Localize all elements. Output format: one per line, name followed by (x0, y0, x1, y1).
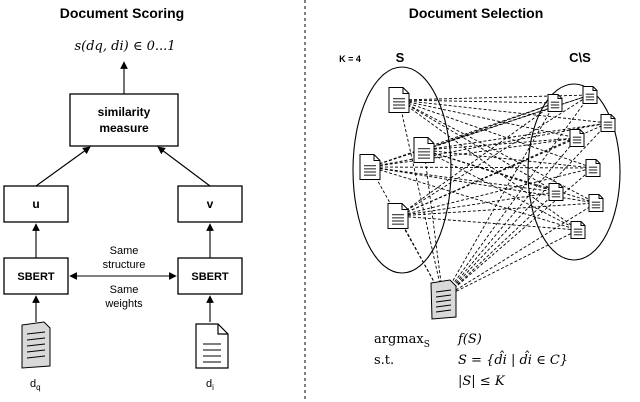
link-query-c7 (442, 229, 579, 299)
same-weights-line2: weights (104, 298, 143, 310)
objective-constraint-set: S = {d̂i | d̂i ∈ C} (458, 350, 568, 368)
query-document-icon (21, 321, 51, 369)
query-doc-node (430, 279, 457, 320)
sbert-right-label: SBERT (191, 271, 229, 283)
pairwise-links (369, 94, 609, 299)
link-s1-c2 (423, 122, 609, 151)
arrow-v-to-similarity (157, 146, 211, 187)
link-query-c5 (442, 191, 557, 299)
sbert-right-box (177, 257, 243, 295)
link-s0-c5 (398, 99, 557, 193)
objective-constraint-size: |S| ≤ K (458, 374, 506, 389)
link-query-c2 (442, 122, 609, 299)
objective-st: s.t. (374, 353, 394, 368)
candidate-doc-0 (582, 86, 598, 104)
link-s3-c6 (397, 202, 597, 217)
set-s-label: S (396, 50, 405, 65)
similarity-measure-box (69, 93, 179, 147)
link-s3-c1 (397, 102, 556, 217)
score-formula: s(dq, di) ∈ 0...1 (74, 39, 175, 54)
link-query-s0 (398, 99, 444, 299)
link-s0-c0 (398, 94, 591, 101)
doc-q-label: dq (30, 378, 41, 392)
link-s2-c1 (369, 102, 556, 168)
candidate-doc-5 (548, 183, 564, 201)
selected-doc-3 (387, 203, 409, 229)
link-s0-c4 (398, 99, 594, 169)
link-query-c6 (442, 202, 597, 299)
set-cs-ellipse (527, 83, 621, 261)
link-query-c4 (442, 167, 594, 299)
arrow-u-to-similarity (35, 146, 91, 187)
document-nodes (359, 86, 616, 320)
link-s2-c2 (369, 122, 609, 168)
candidate-doc-3 (569, 129, 585, 147)
candidate-doc-1 (547, 94, 563, 112)
set-s-ellipse (352, 66, 452, 274)
u-box (3, 185, 69, 223)
link-s2-c4 (369, 166, 594, 169)
set-cs-label: C\S (569, 50, 591, 65)
objective-argmax: argmaxS (374, 332, 430, 350)
link-s3-c3 (397, 137, 578, 217)
sbert-left-label: SBERT (17, 271, 55, 283)
link-s0-c3 (398, 99, 578, 139)
doc-i-label: di (206, 378, 214, 392)
candidate-doc-6 (588, 194, 604, 212)
k-label: K = 4 (339, 54, 361, 64)
link-s0-c7 (398, 99, 579, 231)
v-box (177, 185, 243, 223)
selected-doc-0 (388, 87, 410, 113)
link-s0-c2 (398, 99, 609, 124)
candidate-doc-2 (600, 114, 616, 132)
similarity-label-line1: similarity (98, 105, 151, 119)
link-s0-c1 (398, 99, 556, 104)
candidate-doc-7 (570, 221, 586, 239)
selection-title: Document Selection (409, 5, 544, 21)
scoring-title: Document Scoring (60, 5, 184, 21)
link-s1-c5 (423, 149, 557, 193)
objective-function: f(S) (457, 332, 482, 347)
selected-doc-1 (413, 137, 435, 163)
link-s1-c4 (423, 149, 594, 169)
link-s0-c6 (398, 99, 597, 204)
candidate-document-icon (195, 323, 229, 369)
same-structure-line1: Same (110, 245, 139, 257)
link-query-c0 (442, 94, 591, 299)
selected-doc-2 (359, 154, 381, 180)
objective-formula: argmaxS f(S) s.t. S = {d̂i | d̂i ∈ C} |S… (374, 332, 568, 389)
link-s1-c7 (423, 149, 579, 231)
link-s3-c4 (397, 167, 594, 217)
same-structure-line2: structure (103, 259, 146, 271)
link-query-c1 (442, 102, 556, 299)
link-s1-c3 (423, 137, 578, 151)
link-s3-c7 (397, 215, 579, 231)
document-scoring-panel: Document Scoring s(dq, di) ∈ 0...1 simil… (3, 5, 243, 392)
candidate-doc-4 (585, 159, 601, 177)
link-s3-c5 (397, 191, 557, 217)
v-label: v (207, 197, 214, 211)
u-label: u (32, 197, 39, 211)
same-weights-line1: Same (110, 284, 139, 296)
link-s2-c7 (369, 166, 579, 231)
document-selection-panel: Document Selection K = 4 S C\S argmaxS f… (339, 5, 621, 389)
similarity-label-line2: measure (99, 121, 149, 135)
link-s2-c5 (369, 166, 557, 193)
